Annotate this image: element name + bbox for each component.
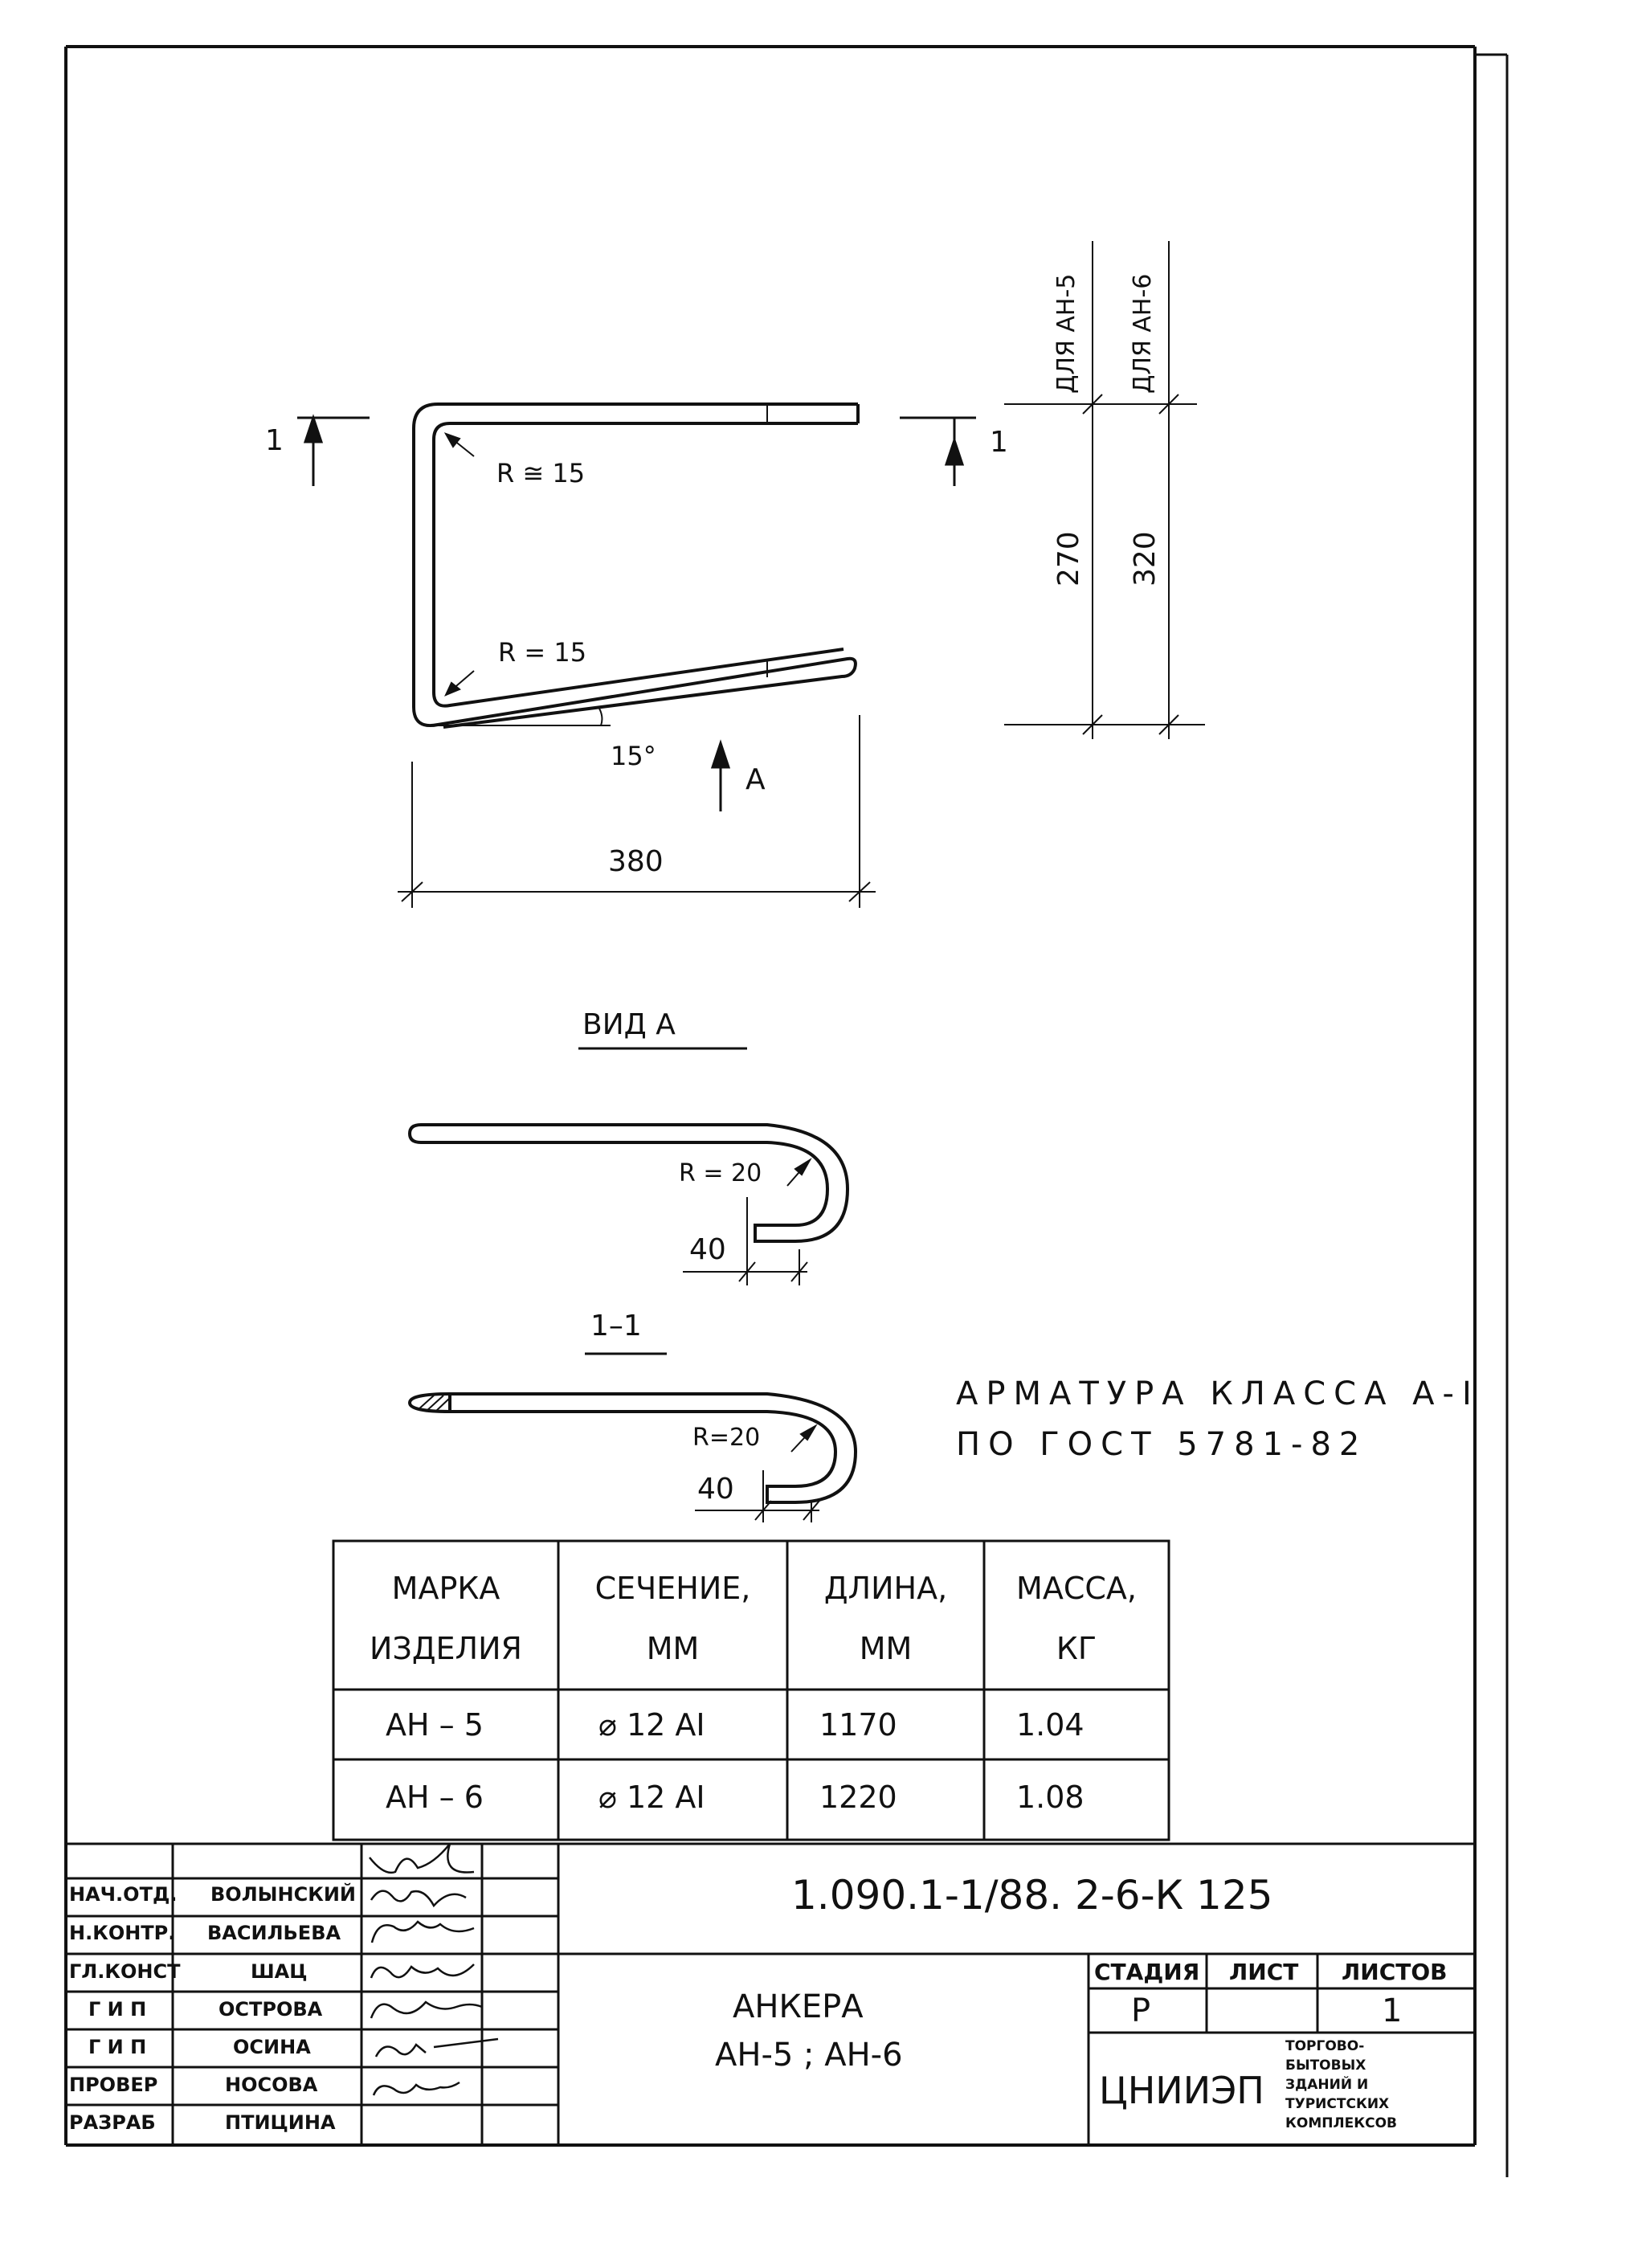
product-table-grid [332,1539,1170,1841]
signatures [369,1843,499,2096]
staff-name: ШАЦ [251,1960,308,1983]
table-row-2-section: ⌀ 12 АI [598,1780,705,1815]
table-row-1-length: 1170 [819,1707,897,1743]
view-arrow-label: A [745,763,766,796]
table-header-length-1: ДЛИНА, [823,1571,948,1606]
org-desc-line: БЫТОВЫХ [1285,2058,1366,2074]
radius-leaders [443,432,475,697]
sheet-header: ЛИСТ [1229,1959,1299,1985]
staff-name: ОСИНА [233,2036,311,2058]
stage-value: Р [1131,1992,1151,2029]
staff-role: Г И П [88,2036,147,2058]
section-label-left: 1 [265,424,284,457]
height-dimensions [1004,241,1205,739]
org-desc-line: КОМПЛЕКСОВ [1285,2115,1398,2131]
staff-name: ОСТРОВА [219,1998,323,2021]
document-name-line-1: АНКЕРА [733,1988,864,2025]
staff-name: НОСОВА [225,2074,318,2096]
width-dimension [398,715,876,908]
angle-label: 15° [611,741,656,771]
table-row-1-section: ⌀ 12 АI [598,1707,705,1743]
table-header-mark-1: МАРКА [391,1571,500,1606]
anchor-main-view [412,403,860,729]
table-row-2-mark: АН – 6 [386,1780,484,1815]
title-block-grid [66,1842,1475,2145]
section-1-1-dims [695,1424,820,1522]
staff-name: ПТИЦИНА [225,2111,336,2134]
staff-role: Н.КОНТР. [69,1922,176,1944]
table-header-mass-1: МАССА, [1016,1571,1137,1606]
org-desc-line: ЗДАНИЙ И [1285,2077,1369,2093]
staff-role: ГЛ.КОНСТ [69,1960,181,1983]
view-a-drawing [407,1047,850,1243]
height-dimension-320: 320 [1129,531,1162,586]
view-a-radius: R = 20 [679,1159,762,1187]
organization-description: ТОРГОВО- БЫТОВЫХ ЗДАНИЙ И ТУРИСТСКИХ КОМ… [1285,2037,1397,2133]
section-markers [297,414,976,811]
width-dimension-label: 380 [608,845,664,878]
section-label-right: 1 [990,426,1008,459]
staff-role: РАЗРАБ [69,2111,156,2134]
staff-name: ВОЛЫНСКИЙ [210,1883,356,1906]
table-row-2-length: 1220 [819,1780,897,1815]
staff-role: ПРОВЕР [69,2074,158,2096]
table-header-mass-2: КГ [1056,1631,1097,1666]
view-a-title: ВИД А [582,1008,676,1041]
sheets-value: 1 [1382,1992,1403,2029]
view-a-dims [683,1158,812,1285]
stage-header: СТАДИЯ [1094,1959,1200,1985]
radius-top-label: R ≅ 15 [496,458,586,488]
table-row-1-mass: 1.04 [1016,1707,1085,1743]
sheet-frame [64,45,1509,2177]
sheets-header: ЛИСТОВ [1342,1959,1448,1985]
section-length: 40 [697,1473,734,1506]
dim-label-ah6: ДЛЯ АН-6 [1129,273,1157,394]
org-desc-line: ТУРИСТСКИХ [1285,2096,1390,2112]
staff-role: Г И П [88,1998,147,2021]
org-desc-line: ТОРГОВО- [1285,2038,1365,2054]
section-1-1-drawing [407,1352,858,1504]
spec-line-2: ПО ГОСТ 5781-82 [956,1426,1368,1463]
section-radius: R=20 [692,1424,761,1452]
spec-line-1: АРМАТУРА КЛАССА А-I [956,1375,1480,1412]
table-header-length-2: ММ [859,1631,913,1666]
staff-name: ВАСИЛЬЕВА [207,1922,341,1944]
document-name-line-2: АН-5 ; АН-6 [715,2037,903,2074]
table-row-2-mass: 1.08 [1016,1780,1085,1815]
organization-name: ЦНИИЭП [1099,2069,1264,2112]
table-header-section-1: СЕЧЕНИЕ, [594,1571,751,1606]
view-a-length: 40 [689,1233,726,1266]
radius-bottom-label: R = 15 [498,637,587,668]
section-1-1-title: 1–1 [590,1310,642,1342]
staff-role: НАЧ.ОТД. [69,1883,178,1906]
document-code: 1.090.1-1/88. 2-6-К 125 [791,1872,1273,1919]
table-header-mark-2: ИЗДЕЛИЯ [370,1631,522,1666]
table-row-1-mark: АН – 5 [386,1707,484,1743]
height-dimension-270: 270 [1052,531,1085,586]
table-header-section-2: ММ [646,1631,700,1666]
dim-label-ah5: ДЛЯ АН-5 [1052,273,1080,394]
